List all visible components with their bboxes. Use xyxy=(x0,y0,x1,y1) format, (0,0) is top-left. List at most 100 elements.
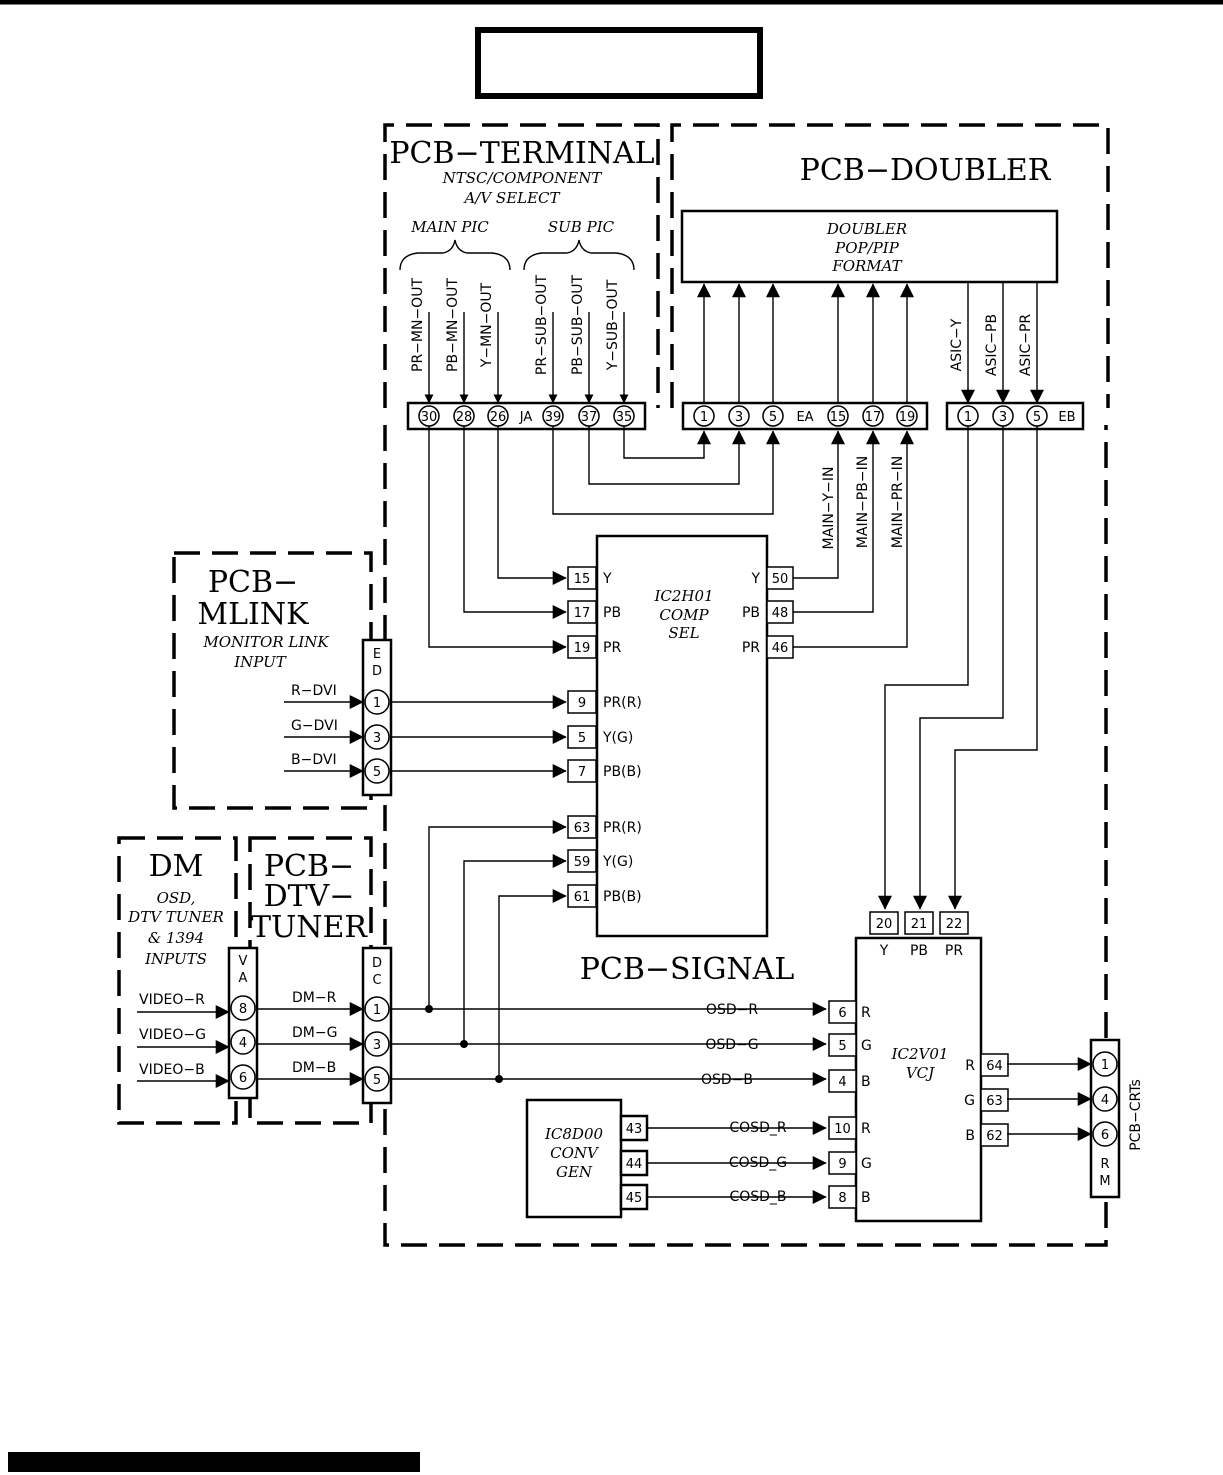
pin-label: Y xyxy=(879,943,889,959)
rm-pin: 1 xyxy=(1101,1058,1109,1073)
ed-pin: 3 xyxy=(373,731,381,746)
va-pin: 8 xyxy=(239,1002,247,1017)
pin-label: G xyxy=(964,1093,975,1109)
ja-pin: 35 xyxy=(616,410,633,425)
pin-label: R xyxy=(861,1005,871,1021)
pin-number: 5 xyxy=(838,1039,846,1054)
pin-number: 63 xyxy=(986,1094,1003,1109)
pin-label: PR(R) xyxy=(603,820,642,836)
ic2v01-name: IC2V01 xyxy=(891,1045,949,1063)
ic2h01-name-3: SEL xyxy=(668,624,699,642)
pin-label: PR xyxy=(603,640,621,656)
r-dvi-label: R−DVI xyxy=(291,683,337,699)
pin-number: 19 xyxy=(574,641,591,656)
pin-label: R xyxy=(965,1058,975,1074)
ic2h01-right-pin: 50Y xyxy=(750,566,794,590)
pcb-terminal-outline xyxy=(383,123,660,408)
pin-number: 6 xyxy=(838,1006,846,1021)
va-pin: 6 xyxy=(239,1071,247,1086)
osd-b-label: OSD−B xyxy=(701,1072,753,1088)
pcb-mlink-title: PCB− xyxy=(208,565,298,600)
dm-line-3: & 1394 xyxy=(148,929,204,947)
pin-label: PB xyxy=(603,605,621,621)
rm-pin: 6 xyxy=(1101,1128,1109,1143)
asic-to-vcj-routing xyxy=(878,426,1038,910)
eb-pin: 1 xyxy=(964,410,972,425)
pin-number: 20 xyxy=(876,917,893,932)
pin-label: G xyxy=(861,1156,872,1172)
ja-label: JA xyxy=(519,410,533,425)
rm-pins xyxy=(1092,1051,1118,1147)
eb-label: EB xyxy=(1058,410,1075,425)
cosd-r-label: COSD_R xyxy=(729,1120,786,1136)
ea-pin: 1 xyxy=(700,410,708,425)
pcb-signal-outline xyxy=(383,425,1108,1247)
sub-pic-routing xyxy=(552,426,780,515)
signal-label: PR−SUB−OUT xyxy=(534,274,550,375)
ic2v01-right-pin: 63 G xyxy=(964,1088,1009,1112)
dm-line-2: DTV TUNER xyxy=(127,908,224,926)
osd-g-label: OSD−G xyxy=(705,1037,758,1053)
osd-r-label: OSD−R xyxy=(706,1002,758,1018)
va-pin: 4 xyxy=(239,1036,247,1051)
dc-pin: 3 xyxy=(373,1038,381,1053)
pcb-mlink-subtitle: MONITOR LINK xyxy=(202,633,329,651)
doubler-block-line-1: DOUBLER xyxy=(826,220,907,238)
ic8d00-pin: 45 xyxy=(626,1191,643,1206)
pin-number: 46 xyxy=(772,641,789,656)
signal-label: Y−SUB−OUT xyxy=(605,279,621,371)
main-pr-in-label: MAIN−PR−IN xyxy=(890,456,906,549)
pcb-signal-title: PCB−SIGNAL xyxy=(580,952,795,987)
pin-number: 21 xyxy=(911,917,928,932)
ja-pin: 28 xyxy=(456,410,473,425)
terminal-signal-lines xyxy=(424,312,629,404)
pin-number: 62 xyxy=(986,1129,1003,1144)
main-pic-brace xyxy=(399,239,511,271)
dc-pins xyxy=(364,996,390,1092)
ea-pin: 19 xyxy=(899,410,916,425)
ea-label: EA xyxy=(796,410,813,425)
main-y-in-label: MAIN−Y−IN xyxy=(821,467,837,550)
ic2v01-name-2: VCJ xyxy=(906,1064,935,1082)
pin-label: PB(B) xyxy=(603,764,642,780)
ja-pin: 30 xyxy=(421,410,438,425)
pin-label: Y(G) xyxy=(602,730,633,746)
pin-number: 15 xyxy=(574,572,591,587)
ed-pin: 1 xyxy=(373,696,381,711)
sub-pic-label: SUB PIC xyxy=(548,218,615,236)
dm-outline xyxy=(117,836,238,1125)
rm-pin: 4 xyxy=(1101,1093,1109,1108)
pcb-terminal-subtitle-2: A/V SELECT xyxy=(462,189,560,207)
va-label-2: A xyxy=(239,971,248,986)
ja-pin: 37 xyxy=(581,410,598,425)
ea-pin: 5 xyxy=(769,410,777,425)
main-pic-label: MAIN PIC xyxy=(410,218,489,236)
ic2h01-block xyxy=(595,534,769,938)
pin-label: PR(R) xyxy=(603,695,642,711)
sub-pic-brace xyxy=(523,239,635,271)
pin-number: 4 xyxy=(838,1075,846,1090)
title-placeholder-box xyxy=(475,27,763,99)
dc-label: D xyxy=(372,956,382,971)
ic8d00-name-2: CONV xyxy=(550,1144,600,1162)
cosd-signal-lines xyxy=(647,1121,827,1204)
bottom-rule xyxy=(8,1452,420,1472)
pin-label: PB xyxy=(742,605,760,621)
rm-label-2: M xyxy=(1099,1174,1110,1189)
doubler-block xyxy=(680,209,1059,284)
pin-number: 64 xyxy=(986,1059,1003,1074)
va-pins xyxy=(230,995,256,1090)
pin-label: Y xyxy=(750,571,760,587)
dm-g-label: DM−G xyxy=(292,1025,337,1041)
ic2v01-top-pin: 22 xyxy=(939,911,969,935)
cosd-b-label: COSD_B xyxy=(729,1189,786,1205)
